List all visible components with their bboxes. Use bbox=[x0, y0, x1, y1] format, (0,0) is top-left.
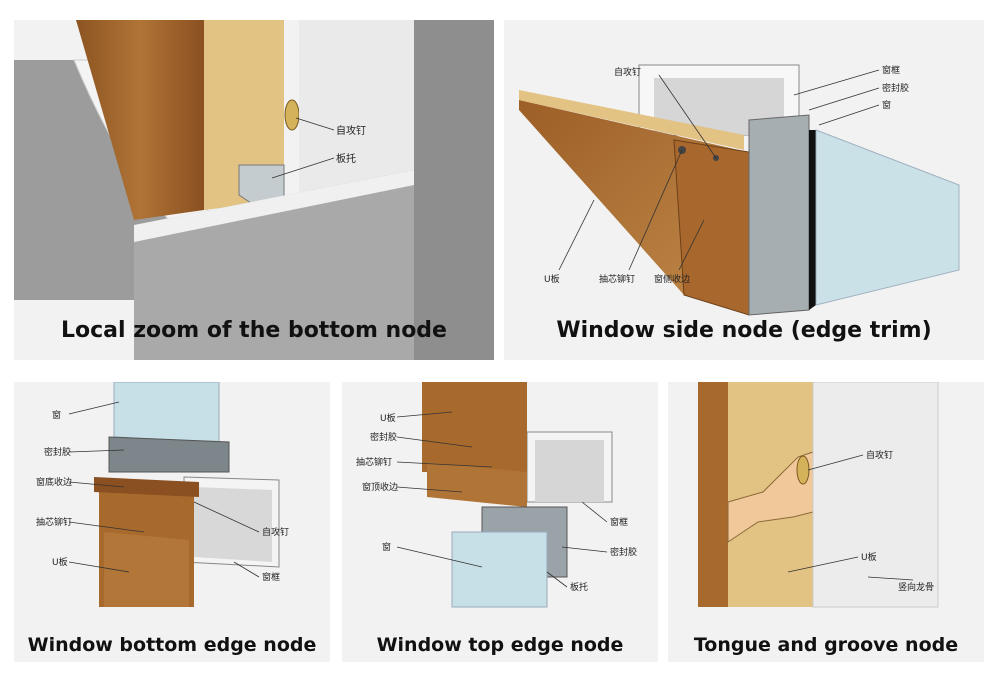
caption-tongue-groove: Tongue and groove node bbox=[693, 634, 959, 656]
label-bracket: 板托 bbox=[570, 581, 588, 593]
glass-pane bbox=[113, 382, 220, 443]
window-top-edge-diagram: U板 密封胶 抽芯铆钉 窗顶收边 窗 窗框 密封胶 板托 bbox=[356, 382, 637, 608]
insulation-core bbox=[204, 20, 284, 210]
caption-window-top-edge: Window top edge node bbox=[376, 634, 624, 656]
slab-edge bbox=[134, 170, 414, 242]
vertical-keel bbox=[812, 382, 939, 608]
panel-window-side-node: 自攻钉 窗框 密封胶 窗 U板 抽芯铆钉 窗侧收边 Window side no… bbox=[504, 20, 984, 360]
label-screw: 自攻钉 bbox=[614, 66, 641, 78]
label-window: 窗 bbox=[382, 541, 391, 553]
wood-panel bbox=[76, 20, 204, 220]
label-screw: 自攻钉 bbox=[336, 124, 366, 137]
caption-window-side-node: Window side node (edge trim) bbox=[556, 318, 932, 343]
label-u-panel: U板 bbox=[861, 551, 877, 563]
sealant-strip bbox=[809, 130, 816, 310]
bottom-trim bbox=[94, 477, 199, 497]
label-bracket: 板托 bbox=[336, 152, 356, 165]
concrete-wall bbox=[414, 20, 494, 360]
label-screw: 自攻钉 bbox=[262, 526, 289, 538]
steel-tube-inner bbox=[535, 440, 604, 502]
wall-plaster bbox=[299, 20, 414, 195]
label-sealant: 密封胶 bbox=[882, 82, 909, 94]
window-bottom-edge-diagram: 窗 密封胶 窗底收边 抽芯铆钉 U板 自攻钉 窗框 bbox=[36, 382, 289, 607]
panel-window-bottom-edge: 窗 密封胶 窗底收边 抽芯铆钉 U板 自攻钉 窗框 Window bottom … bbox=[14, 382, 330, 662]
panel-window-top-edge: U板 密封胶 抽芯铆钉 窗顶收边 窗 窗框 密封胶 板托 Window top … bbox=[342, 382, 658, 662]
label-u-panel: U板 bbox=[380, 412, 396, 424]
glass-pane bbox=[815, 129, 960, 306]
label-top-trim: 窗顶收边 bbox=[362, 481, 398, 493]
window-frame bbox=[748, 114, 810, 316]
bottom-node-zoom-diagram: 自攻钉 板托 bbox=[14, 20, 494, 360]
label-screw: 自攻钉 bbox=[866, 449, 893, 461]
label-frame: 窗框 bbox=[882, 64, 900, 76]
label-window: 窗 bbox=[52, 409, 61, 421]
panel-bottom-node-zoom: 自攻钉 板托 Local zoom of the bottom node bbox=[14, 20, 494, 360]
panel-tongue-groove: 自攻钉 U板 竖向龙骨 Tongue and groove node bbox=[668, 382, 984, 662]
screw bbox=[796, 455, 810, 485]
label-rivet: 抽芯铆钉 bbox=[356, 456, 392, 468]
label-bottom-trim: 窗底收边 bbox=[36, 476, 72, 488]
label-rivet: 抽芯铆钉 bbox=[36, 516, 72, 528]
label-sealant: 密封胶 bbox=[44, 446, 71, 458]
u-panel bbox=[422, 382, 527, 472]
screw bbox=[284, 99, 300, 131]
side-trim bbox=[673, 139, 750, 316]
u-panel-lower bbox=[104, 532, 189, 607]
label-frame: 窗框 bbox=[610, 516, 628, 528]
top-trim bbox=[427, 462, 527, 507]
steel-frame-inner bbox=[194, 487, 272, 562]
label-u-panel: U板 bbox=[544, 273, 560, 285]
caption-window-bottom-edge: Window bottom edge node bbox=[27, 634, 317, 656]
label-rivet: 抽芯铆钉 bbox=[599, 273, 635, 285]
u-panel-core-top bbox=[519, 90, 744, 150]
label-sealant-2: 密封胶 bbox=[610, 546, 637, 558]
label-keel: 竖向龙骨 bbox=[898, 581, 934, 593]
label-side-trim: 窗侧收边 bbox=[654, 273, 690, 285]
label-sealant: 密封胶 bbox=[370, 431, 397, 443]
caption-bottom-node: Local zoom of the bottom node bbox=[61, 318, 447, 343]
tongue-groove-diagram: 自攻钉 U板 竖向龙骨 bbox=[698, 382, 939, 608]
label-window: 窗 bbox=[882, 99, 891, 111]
u-panel-wood bbox=[698, 382, 728, 607]
glass-pane bbox=[451, 531, 548, 608]
label-u-panel: U板 bbox=[52, 556, 68, 568]
sealant bbox=[108, 436, 230, 473]
window-side-node-diagram: 自攻钉 窗框 密封胶 窗 U板 抽芯铆钉 窗侧收边 bbox=[519, 64, 960, 316]
label-frame: 窗框 bbox=[262, 571, 280, 583]
